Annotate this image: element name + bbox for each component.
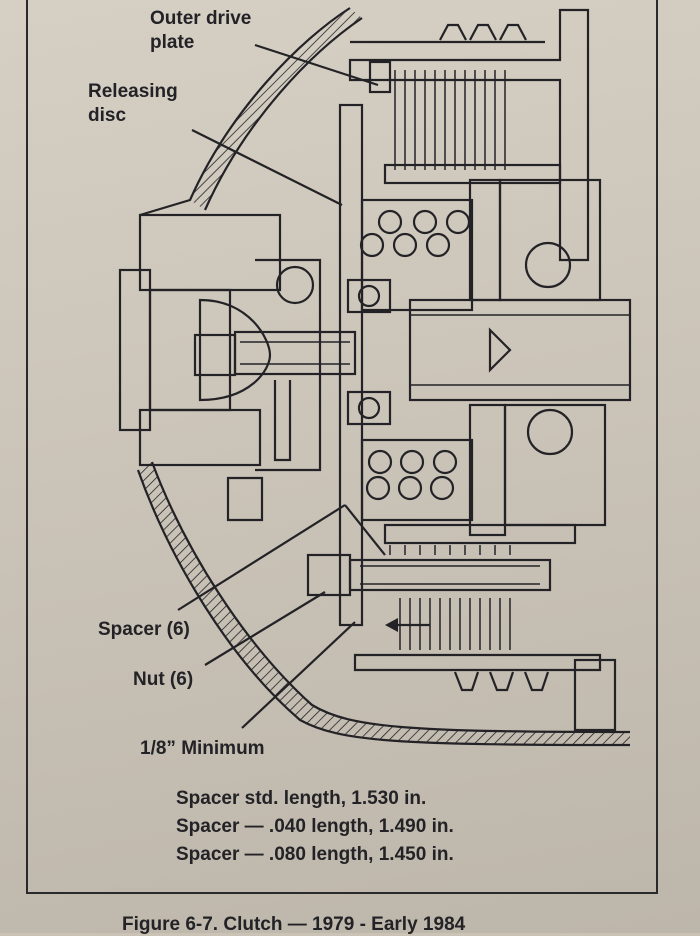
label-releasing-disc-1: Releasing [88, 81, 178, 102]
label-nut: Nut (6) [133, 669, 194, 690]
spec-line-2: Spacer — .040 length, 1.490 in. [176, 816, 454, 837]
label-minimum: 1/8” Minimum [140, 738, 265, 759]
spec-line-1: Spacer std. length, 1.530 in. [176, 788, 427, 809]
hub-housing [118, 213, 357, 522]
label-releasing-disc-2: disc [88, 105, 127, 126]
label-outer-drive-plate-2: plate [150, 32, 195, 53]
figure-caption: Figure 6-7. Clutch — 1979 - Early 1984 [122, 914, 466, 935]
lower-clutch-pack [306, 403, 617, 732]
leader-lines [177, 43, 386, 729]
main-shaft [408, 298, 632, 402]
label-outer-drive-plate-1: Outer drive [150, 8, 252, 29]
releasing-disc [338, 103, 474, 627]
label-spacer: Spacer (6) [98, 619, 190, 640]
outer-cover [136, 7, 631, 747]
spec-line-3: Spacer — .080 length, 1.450 in. [176, 844, 454, 865]
figure-frame [26, 0, 658, 894]
upper-clutch-pack [348, 8, 602, 302]
